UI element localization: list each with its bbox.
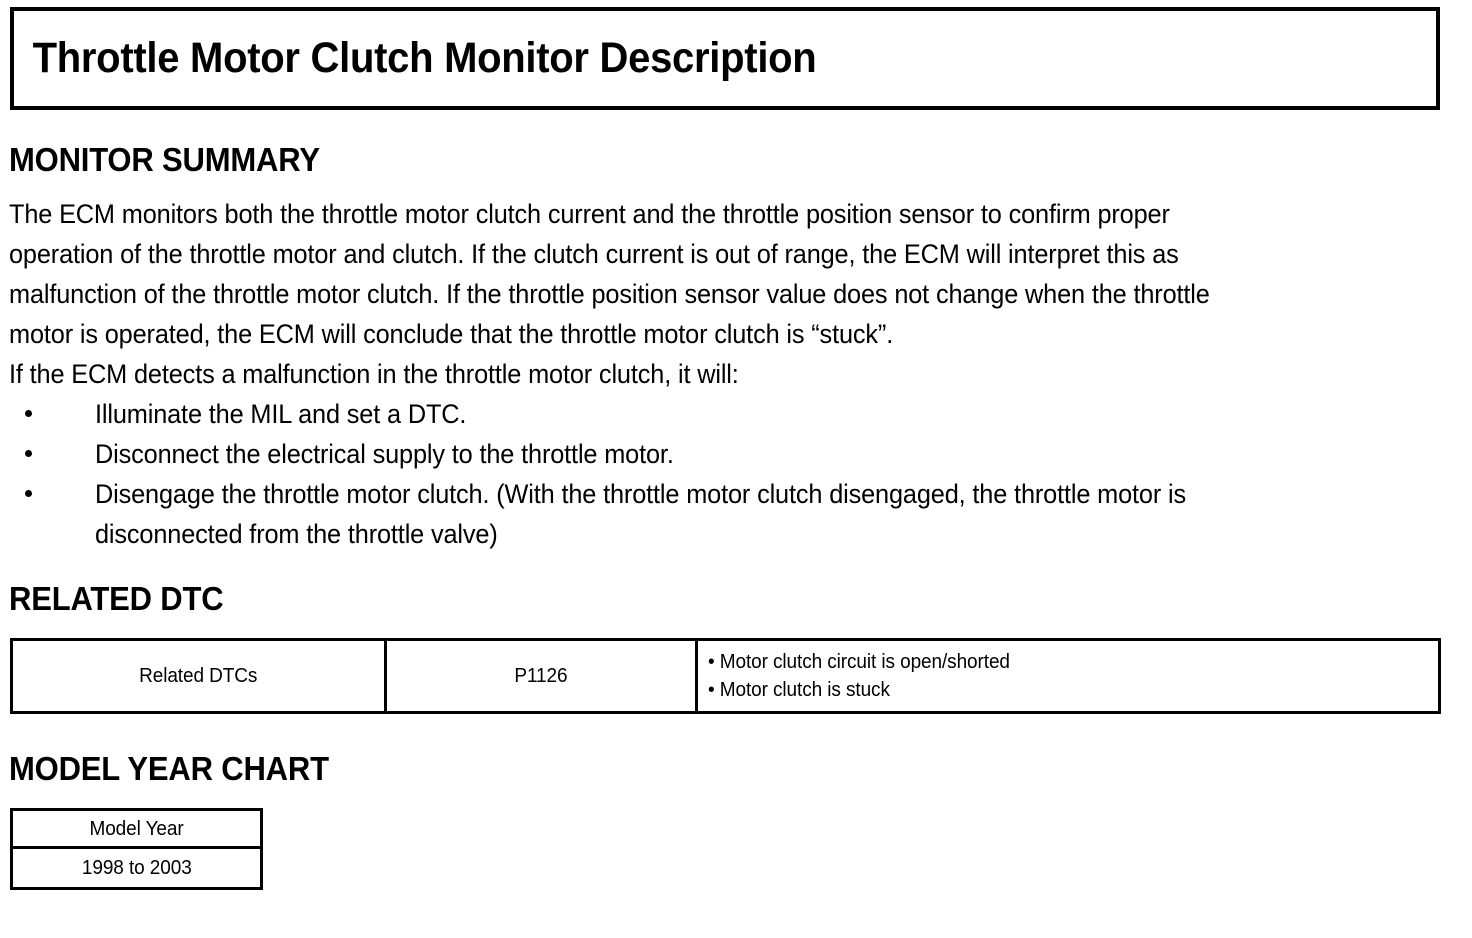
section-heading-monitor-summary: MONITOR SUMMARY [9, 141, 320, 178]
table-cell-label: Related DTCs [13, 641, 387, 711]
related-dtcs-label: Related DTCs [139, 665, 258, 687]
bullet-dot-icon [25, 410, 32, 417]
section-heading-model-year-chart: MODEL YEAR CHART [9, 750, 329, 787]
list-item-text: Disconnect the electrical supply to the … [95, 439, 674, 469]
paragraph-line: malfunction of the throttle motor clutch… [9, 279, 1210, 309]
table-cell-code: P1126 [387, 641, 698, 711]
paragraph-line: If the ECM detects a malfunction in the … [9, 359, 739, 389]
dtc-description-list: • Motor clutch circuit is open/shorted •… [708, 651, 1026, 702]
page-title: Throttle Motor Clutch Monitor Descriptio… [32, 34, 817, 82]
dtc-description-item: • Motor clutch circuit is open/shorted [708, 650, 1010, 673]
list-item-text: Disengage the throttle motor clutch. (Wi… [95, 479, 1187, 509]
list-item: Disengage the throttle motor clutch. (Wi… [9, 474, 1451, 554]
dtc-code: P1126 [514, 665, 568, 687]
paragraph-line: The ECM monitors both the throttle motor… [9, 199, 1170, 229]
list-item-text-continued: disconnected from the throttle valve) [95, 519, 498, 549]
dtc-description-item: • Motor clutch is stuck [708, 678, 890, 701]
model-year-column-header: Model Year [89, 817, 184, 840]
list-item-text: Illuminate the MIL and set a DTC. [95, 399, 467, 429]
document-title-box: Throttle Motor Clutch Monitor Descriptio… [10, 7, 1440, 110]
list-item: Illuminate the MIL and set a DTC. [9, 394, 1451, 434]
table-cell-descriptions: • Motor clutch circuit is open/shorted •… [698, 641, 1438, 711]
table-row: 1998 to 2003 [13, 849, 260, 887]
bullet-dot-icon [25, 450, 32, 457]
bullet-dot-icon [25, 490, 32, 497]
paragraph-line: operation of the throttle motor and clut… [9, 239, 1179, 269]
monitor-summary-bullet-list: Illuminate the MIL and set a DTC. Discon… [9, 394, 1451, 554]
section-heading-related-dtc: RELATED DTC [9, 580, 224, 617]
related-dtc-table: Related DTCs P1126 • Motor clutch circui… [10, 638, 1441, 714]
model-year-value: 1998 to 2003 [81, 857, 192, 879]
list-item: Disconnect the electrical supply to the … [9, 434, 1451, 474]
monitor-summary-paragraph: The ECM monitors both the throttle motor… [9, 194, 1451, 394]
paragraph-line: motor is operated, the ECM will conclude… [9, 319, 894, 349]
model-year-table: Model Year 1998 to 2003 [10, 808, 263, 890]
table-row-header: Model Year [13, 811, 260, 849]
